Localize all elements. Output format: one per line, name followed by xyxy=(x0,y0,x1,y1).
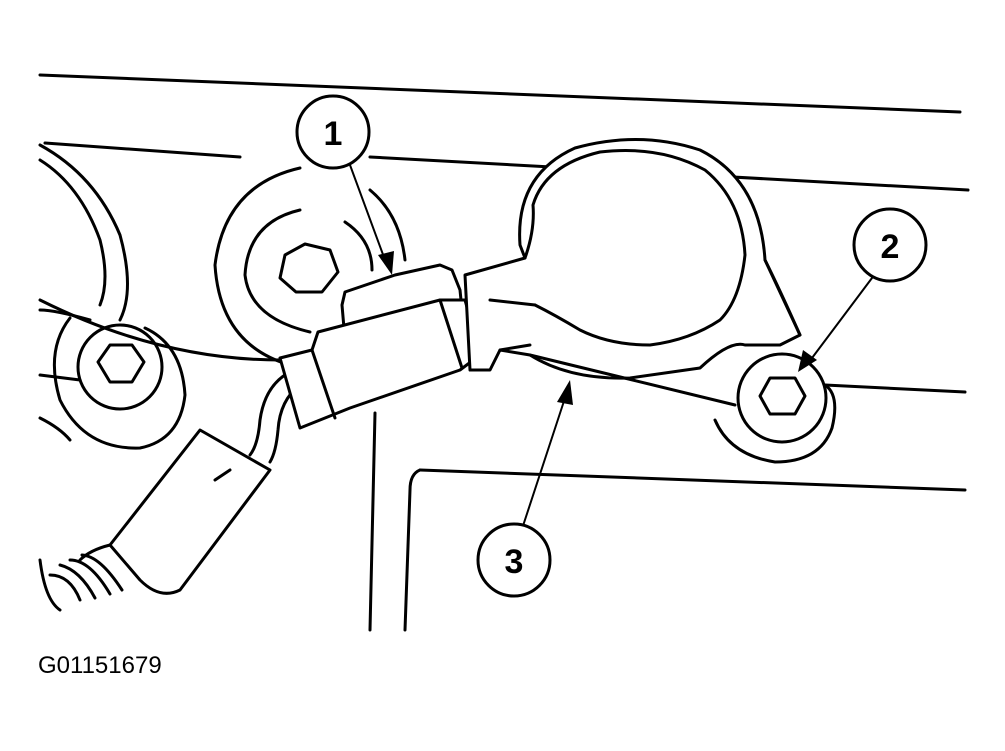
hex-bolt-bracket xyxy=(758,376,807,416)
lower-left-boss xyxy=(52,316,187,450)
mounting-bracket xyxy=(463,138,802,407)
bracket-bolt-boss xyxy=(713,352,837,464)
callout-1: 1 xyxy=(295,94,371,170)
hex-bolt-upper-left xyxy=(278,242,340,294)
svg-text:2: 2 xyxy=(881,228,900,266)
leader-lines xyxy=(349,164,873,536)
left-upper-boss xyxy=(213,166,407,367)
svg-text:3: 3 xyxy=(505,543,524,581)
callout-3: 3 xyxy=(476,522,552,598)
sensor-wire xyxy=(38,370,302,612)
svg-text:1: 1 xyxy=(324,115,343,153)
callout-2: 2 xyxy=(852,207,928,283)
pulley-belt xyxy=(38,143,129,322)
hex-bolt-lower-left xyxy=(96,343,146,384)
figure-id: G01151679 xyxy=(38,652,162,679)
